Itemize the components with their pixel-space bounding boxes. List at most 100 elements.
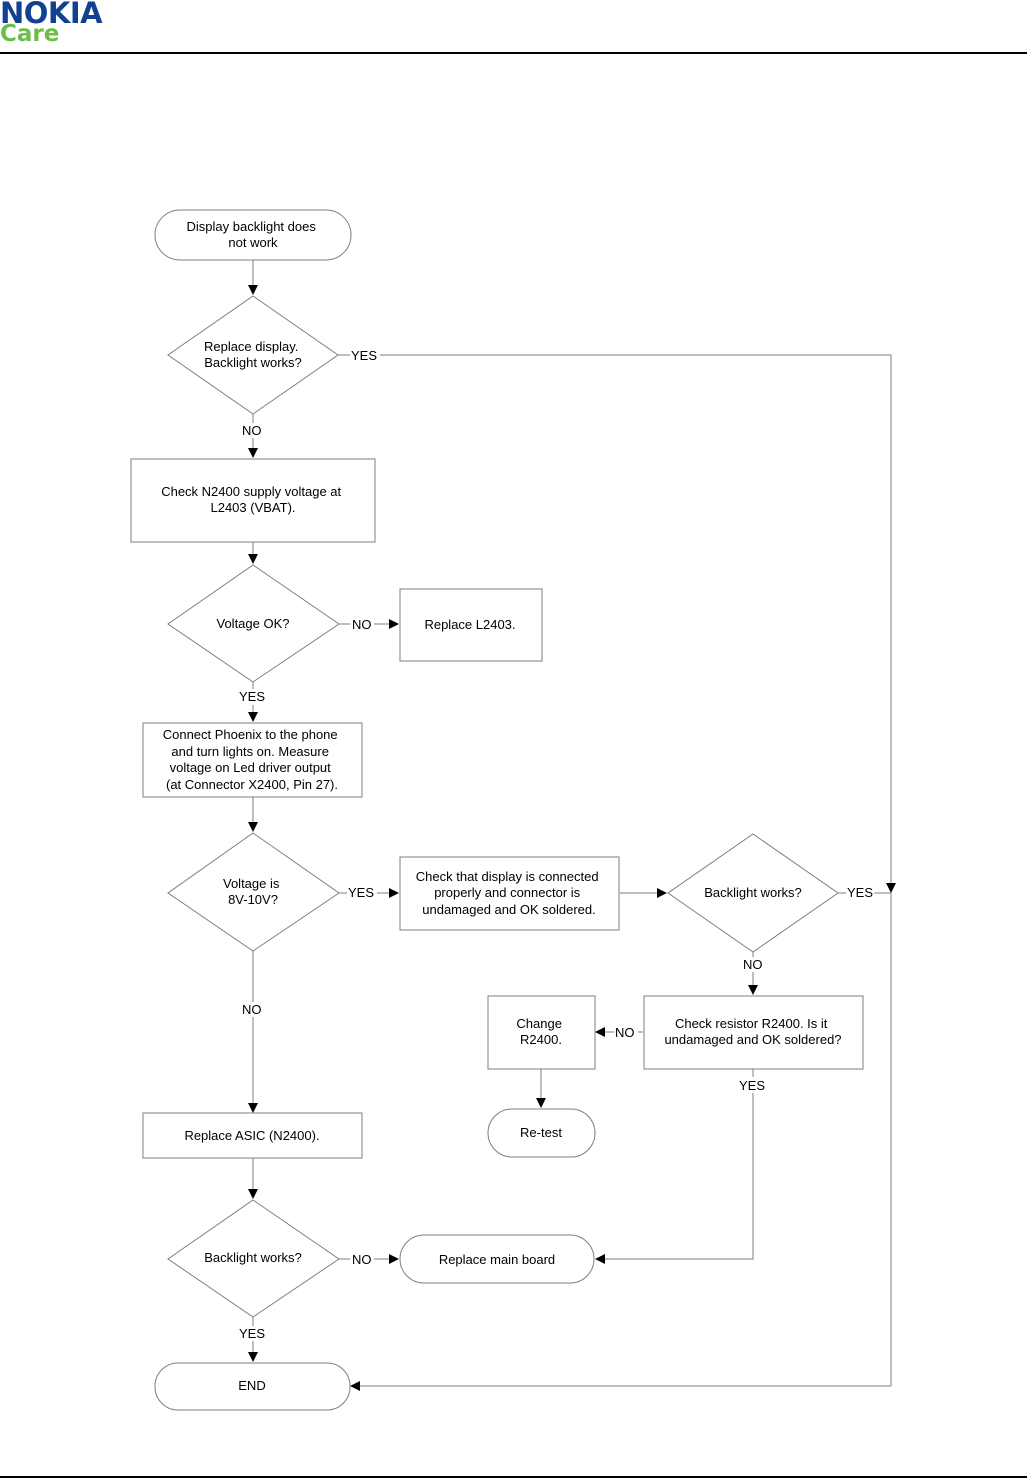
node-check-supply-line-2: L2403 (VBAT). — [210, 500, 295, 515]
edge-label-background — [351, 617, 373, 632]
svg-text:Replace main board: Replace main board — [439, 1252, 555, 1267]
svg-text:Voltage OK?: Voltage OK? — [217, 616, 290, 631]
edge-label-background — [238, 1326, 267, 1341]
edge-label-background — [238, 689, 267, 704]
svg-text:Display backlight does n: Display backlight does not work — [187, 219, 320, 250]
label-q3-no: NO — [242, 1002, 262, 1017]
node-check-r2400-line-2: undamaged and OK soldered? — [664, 1032, 841, 1047]
edge-label-background — [347, 885, 376, 900]
node-end: END — [154, 1362, 351, 1411]
label-r2400-yes: YES — [739, 1078, 765, 1093]
edge-label-background — [614, 1025, 636, 1040]
node-q-voltage-ok-line-1: Voltage OK? — [217, 616, 290, 631]
arrow-into-q4 — [657, 888, 667, 898]
arrow-into-end-top — [248, 1352, 258, 1362]
node-start: Display backlight does not work — [154, 209, 352, 261]
edge-label-background — [846, 885, 875, 900]
arrow-into-main-board — [389, 1254, 399, 1264]
svg-text:Replace display. Backlig: Replace display. Backlight works? — [204, 339, 302, 370]
node-q-backlight-2-line-1: Backlight works? — [704, 885, 802, 900]
node-connect-phoenix-line-2: and turn lights on. Measure — [171, 744, 329, 759]
node-check-supply-line-1: Check N2400 supply voltage at — [161, 484, 341, 499]
arrow-into-q1 — [248, 285, 258, 295]
node-replace-asic: Replace ASIC (N2400). — [142, 1112, 363, 1159]
svg-text:Re-test: Re-test — [520, 1125, 562, 1140]
arrow-into-main-board-right — [595, 1254, 605, 1264]
label-q1-no: NO — [242, 423, 262, 438]
node-retest-line-1: Re-test — [520, 1125, 562, 1140]
svg-text:Connect Phoenix to the phone: Connect Phoenix to the phone and turn li… — [163, 727, 342, 792]
node-replace-asic-line-1: Replace ASIC (N2400). — [184, 1128, 319, 1143]
node-check-display-conn-line-1: Check that display is connected — [416, 869, 599, 884]
svg-text:Check N2400 supply voltage at: Check N2400 supply voltage at L2403 (VBA… — [161, 484, 345, 515]
edges — [252, 260, 892, 1387]
node-check-supply: Check N2400 supply voltage at L2403 (VBA… — [130, 458, 376, 543]
care-logo: Care — [0, 21, 60, 47]
node-q-voltage-ok: Voltage OK? — [167, 564, 340, 683]
svg-text:Check resistor R2400. Is it: Check resistor R2400. Is it undamaged an… — [664, 1016, 841, 1047]
node-replace-l2403: Replace L2403. — [399, 588, 543, 662]
svg-text:Voltage is 8V-10V?: Voltage is 8V-10V? — [223, 876, 283, 907]
arrow-into-q5 — [248, 1189, 258, 1199]
label-q4-yes: YES — [847, 885, 873, 900]
nokia-logo: NOKIA — [0, 0, 103, 30]
arrowheads — [248, 285, 896, 1391]
arrow-into-phoenix — [248, 712, 258, 722]
label-q5-no: NO — [352, 1252, 372, 1267]
node-check-r2400: Check resistor R2400. Is it undamaged an… — [643, 995, 864, 1070]
node-start-line-2: not work — [228, 235, 278, 250]
node-q-replace-display-line-2: Backlight works? — [204, 355, 302, 370]
arrow-into-retest — [536, 1098, 546, 1108]
node-connect-phoenix-line-3: voltage on Led driver output — [170, 760, 332, 775]
node-end-line-1: END — [238, 1378, 265, 1393]
arrow-into-r2400 — [748, 985, 758, 995]
node-q-voltage-range-line-1: Voltage is — [223, 876, 280, 891]
arrow-down-right-trunk — [886, 883, 896, 893]
svg-text:Change R2400.: Change R2400. — [516, 1016, 565, 1047]
arrow-into-q3 — [248, 822, 258, 832]
node-start-line-1: Display backlight does — [187, 219, 317, 234]
node-connect-phoenix-line-1: Connect Phoenix to the phone — [163, 727, 338, 742]
arrow-into-display — [389, 888, 399, 898]
node-q-voltage-range-line-2: 8V-10V? — [228, 892, 278, 907]
node-check-display-conn-line-2: properly and connector is — [434, 885, 580, 900]
node-check-r2400-line-1: Check resistor R2400. Is it — [675, 1016, 828, 1031]
arrow-into-l2403 — [389, 619, 399, 629]
node-check-display-conn-line-3: undamaged and OK soldered. — [422, 902, 595, 917]
node-check-display-conn: Check that display is connected properly… — [399, 856, 620, 931]
arrow-into-asic — [248, 1103, 258, 1113]
label-q2-no: NO — [352, 617, 372, 632]
svg-text:Backlight works?: Backlight works? — [704, 885, 802, 900]
footer-divider — [0, 1476, 1027, 1478]
edge-r2400-yes-b — [604, 1093, 754, 1260]
node-change-r2400-line-1: Change — [516, 1016, 562, 1031]
node-q-replace-display: Replace display. Backlight works? — [167, 295, 339, 415]
node-connect-phoenix: Connect Phoenix to the phone and turn li… — [142, 722, 363, 798]
label-q5-yes: YES — [239, 1326, 265, 1341]
label-q2-yes: YES — [239, 689, 265, 704]
label-r2400-no: NO — [615, 1025, 635, 1040]
edge-label-background — [241, 423, 263, 438]
arrow-into-change — [595, 1027, 605, 1037]
label-q3-yes: YES — [348, 885, 374, 900]
edge-q1-yes-2 — [380, 354, 892, 884]
svg-text:Check that display is connecte: Check that display is connected properly… — [416, 869, 602, 917]
edge-label-background — [738, 1078, 767, 1093]
node-replace-l2403-line-1: Replace L2403. — [424, 617, 515, 632]
arrow-into-end — [350, 1381, 360, 1391]
svg-text:Backlight works?: Backlight works? — [204, 1250, 302, 1265]
label-q1-yes: YES — [351, 348, 377, 363]
arrow-into-q2 — [248, 554, 258, 564]
node-q-backlight-3: Backlight works? — [167, 1199, 340, 1318]
node-q-backlight-3-line-1: Backlight works? — [204, 1250, 302, 1265]
page-header: NOKIA Care — [0, 0, 1027, 56]
header-divider — [0, 52, 1027, 54]
edge-labels: YES NO NO YES YES NO YES NO NO YES NO YE… — [238, 348, 875, 1341]
label-q4-no: NO — [743, 957, 763, 972]
node-replace-main: Replace main board — [399, 1234, 595, 1284]
svg-text:Replace L2403.: Replace L2403. — [424, 617, 515, 632]
arrow-into-check — [248, 448, 258, 458]
node-change-r2400: Change R2400. — [487, 995, 596, 1070]
edge-label-background — [241, 1002, 263, 1017]
node-retest: Re-test — [487, 1108, 596, 1158]
